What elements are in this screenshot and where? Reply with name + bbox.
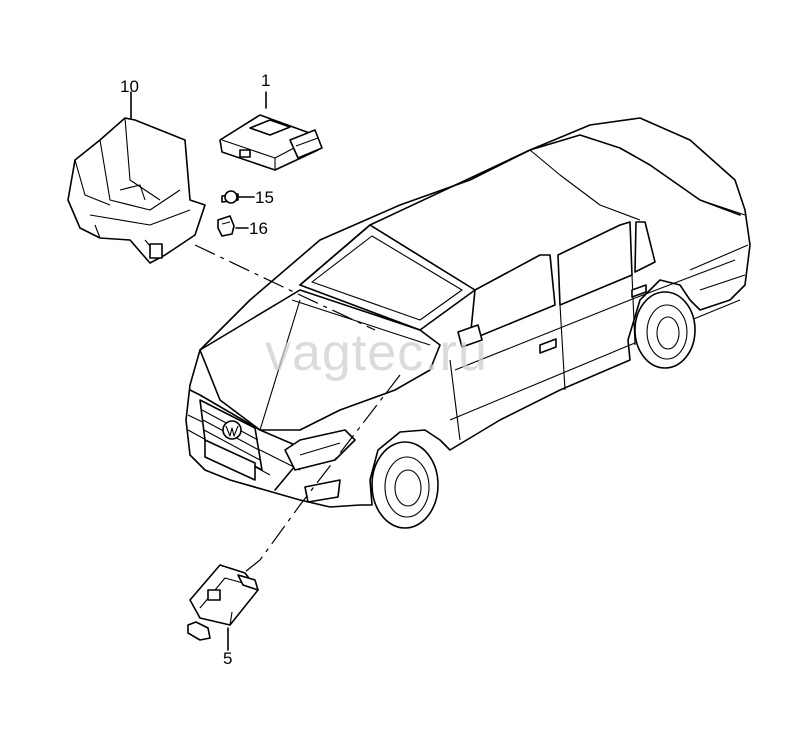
leader-lines — [130, 91, 267, 651]
part-10-housing — [67, 117, 206, 264]
callout-part-10: 10 — [120, 77, 139, 96]
callout-part-5: 5 — [223, 649, 233, 668]
part-16-clip — [217, 215, 235, 237]
callout-part-1: 1 — [261, 71, 271, 90]
location-lines — [194, 244, 401, 573]
callout-part-16: 16 — [249, 219, 268, 238]
part-1-control-module — [219, 114, 323, 171]
part-15-bolt — [221, 190, 239, 204]
part-5-module — [187, 564, 259, 641]
callout-part-15: 15 — [255, 188, 274, 207]
watermark: vagtec.ru — [265, 324, 488, 382]
car-illustration — [185, 117, 751, 529]
